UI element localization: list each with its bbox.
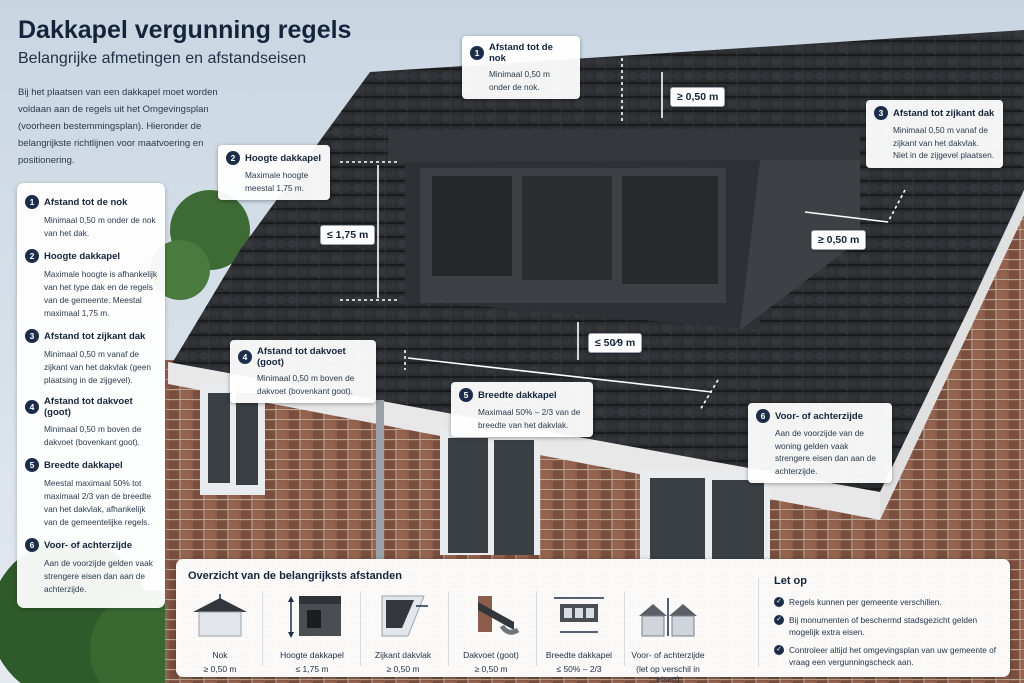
rule-title: Breedte dakkapel xyxy=(44,459,123,471)
intro-text: Bij het plaatsen van een dakkapel moet w… xyxy=(18,87,218,166)
rule-item-5: 5 Breedte dakkapel Meestal maximaal 50% t… xyxy=(25,458,157,529)
let-op-text: Controleer altijd het omgevingsplan van … xyxy=(789,645,997,667)
let-op-item: ✓ Bij monumenten of beschermd stadsgezich… xyxy=(774,614,1002,638)
roof-side-icon xyxy=(381,595,428,637)
callout-zijkant: 3 Afstand tot zijkant dak Minimaal 0,50 m… xyxy=(866,100,1003,168)
let-op-title: Let op xyxy=(774,575,807,587)
overview-item-nok: Nok ≥ 0,50 m xyxy=(176,592,264,674)
callout-title: Voor- of achterzijde xyxy=(775,410,863,422)
divider xyxy=(448,591,449,666)
overview-item-hoogte: Hoogte dakkapel ≤ 1,75 m xyxy=(268,592,356,674)
overview-value: (let op verschil in eisen) xyxy=(636,664,700,683)
number-badge: 1 xyxy=(470,46,484,60)
overview-label: Zijkant dakvlak xyxy=(374,650,432,660)
overview-label: Voor- of achterzijde xyxy=(631,650,705,660)
measure-nok: ≥ 0,50 m xyxy=(670,87,726,107)
callout-title: Afstand tot de nok xyxy=(489,42,553,64)
page-title: Dakkapel vergunning regels xyxy=(18,16,352,44)
rule-text: Meestal maximaal 50% tot maximaal 2/3 va… xyxy=(44,478,152,527)
rule-item-3: 3 Afstand tot zijkant dak Minimaal 0,50 m… xyxy=(25,329,157,387)
rule-text: Minimaal 0,50 m boven de dakvoet (bovenk… xyxy=(44,424,142,447)
rule-title: Afstand tot zijkant dak xyxy=(44,330,146,342)
rule-title: Hoogte dakkapel xyxy=(44,250,121,262)
check-icon: ✓ xyxy=(774,597,784,607)
overview-value: ≥ 0,50 m xyxy=(386,664,420,674)
callout-title: Hoogte dakkapel xyxy=(245,152,322,164)
dormer-width-icon xyxy=(554,597,604,633)
divider xyxy=(360,591,361,666)
number-badge: 1 xyxy=(25,195,39,209)
rule-title: Afstand tot dakvoet (goot) xyxy=(44,396,133,418)
overview-value: ≤ 1,75 m xyxy=(295,664,329,674)
rules-side-panel: 1 Afstand tot de nok Minimaal 0,50 m onde… xyxy=(17,183,165,608)
rule-item-6: 6 Voor- of achterzijde Aan de voorzijde g… xyxy=(25,538,157,596)
rule-title: Voor- of achterzijde xyxy=(44,539,132,551)
overview-value: ≥ 0,50 m xyxy=(203,664,237,674)
divider xyxy=(624,591,625,666)
callout-text: Minimaal 0,50 m vanaf de zijkant van het… xyxy=(893,125,995,160)
number-badge: 4 xyxy=(238,350,252,364)
overview-label: Hoogte dakkapel xyxy=(280,650,344,660)
overview-value: ≤ 50% – 2/3 xyxy=(556,664,602,674)
rule-item-2: 2 Hoogte dakkapel Maximale hoogte is afha… xyxy=(25,249,157,320)
number-badge: 6 xyxy=(25,538,39,552)
let-op-section: Let op ✓ Regels kunnen per gemeente versc… xyxy=(774,575,1002,674)
callout-text: Maximale hoogte meestal 1,75 m. xyxy=(245,170,309,193)
overview-item-voorzijde: Voor- of achterzijde (let op verschil in… xyxy=(624,592,712,683)
rule-item-1: 1 Afstand tot de nok Minimaal 0,50 m onde… xyxy=(25,195,157,240)
number-badge: 6 xyxy=(756,409,770,423)
measure-zijkant: ≥ 0,50 m xyxy=(811,230,867,250)
number-badge: 3 xyxy=(874,106,888,120)
callout-title: Breedte dakkapel xyxy=(478,389,557,401)
rule-title: Afstand tot de nok xyxy=(44,196,128,208)
callout-hoogte: 2 Hoogte dakkapel Maximale hoogte meestal… xyxy=(218,145,330,200)
callout-text: Minimaal 0,50 m boven de dakvoet (bovenk… xyxy=(257,373,355,396)
check-icon: ✓ xyxy=(774,645,784,655)
measure-hoogte: ≤ 1,75 m xyxy=(320,225,376,245)
rule-text: Minimaal 0,50 m vanaf de zijkant van het… xyxy=(44,349,152,385)
overview-label: Nok xyxy=(212,650,228,660)
callout-breedte: 5 Breedte dakkapel Maximaal 50% – 2/3 van… xyxy=(451,382,593,437)
overview-item-zijkant: Zijkant dakvlak ≥ 0,50 m xyxy=(359,592,447,674)
callout-title: Afstand tot dakvoet (goot) xyxy=(257,346,346,368)
overview-item-goot: Dakvoet (goot) ≥ 0,50 m xyxy=(447,592,535,674)
check-icon: ✓ xyxy=(774,615,784,625)
callout-text: Maximaal 50% – 2/3 van de breedte van he… xyxy=(478,407,581,430)
overview-item-breedte: Breedte dakkapel ≤ 50% – 2/3 xyxy=(535,592,623,674)
roof-ridge-icon xyxy=(193,594,247,637)
overview-label: Breedte dakkapel xyxy=(545,650,613,660)
measure-goot: ≤ 50⁄9 m xyxy=(588,333,643,353)
rule-item-4: 4 Afstand tot dakvoet (goot) Minimaal 0,5… xyxy=(25,396,157,449)
number-badge: 4 xyxy=(25,400,39,414)
callout-text: Minimaal 0,50 m onder de nok. xyxy=(489,69,550,92)
let-op-item: ✓ Controleer altijd het omgevingsplan van… xyxy=(774,644,1002,668)
callout-text: Aan de voorzijde van de woning gelden va… xyxy=(775,428,877,476)
overview-value: ≥ 0,50 m xyxy=(474,664,508,674)
rule-text: Aan de voorzijde gelden vaak strengere e… xyxy=(44,558,153,594)
divider xyxy=(758,577,759,667)
number-badge: 2 xyxy=(25,249,39,263)
let-op-text: Bij monumenten of beschermd stadsgezicht… xyxy=(789,615,978,637)
overview-label: Dakvoet (goot) xyxy=(463,650,519,660)
let-op-text: Regels kunnen per gemeente verschillen. xyxy=(789,597,942,607)
divider xyxy=(536,591,537,666)
number-badge: 5 xyxy=(459,388,473,402)
callout-nok: 1 Afstand tot de nok Minimaal 0,50 m onde… xyxy=(462,36,580,99)
number-badge: 3 xyxy=(25,329,39,343)
callout-voorzijde: 6 Voor- of achterzijde Aan de voorzijde v… xyxy=(748,403,892,483)
let-op-item: ✓ Regels kunnen per gemeente verschillen. xyxy=(774,596,1002,608)
overview-panel: Overzicht van de belangrijksts afstanden… xyxy=(176,559,1010,683)
callout-goot: 4 Afstand tot dakvoet (goot) Minimaal 0,5… xyxy=(230,340,376,403)
number-badge: 2 xyxy=(226,151,240,165)
page-subtitle: Belangrijke afmetingen en afstandseisen xyxy=(18,50,307,67)
dormer-height-icon xyxy=(288,596,341,638)
houses-front-back-icon xyxy=(639,598,697,637)
rule-text: Maximale hoogte is afhankelijk van het t… xyxy=(44,269,157,318)
gutter-icon xyxy=(478,596,520,635)
callout-title: Afstand tot zijkant dak xyxy=(893,107,995,119)
divider xyxy=(262,591,263,666)
overview-title: Overzicht van de belangrijksts afstanden xyxy=(188,570,402,582)
rule-text: Minimaal 0,50 m onder de nok van het dak… xyxy=(44,215,156,238)
number-badge: 5 xyxy=(25,458,39,472)
